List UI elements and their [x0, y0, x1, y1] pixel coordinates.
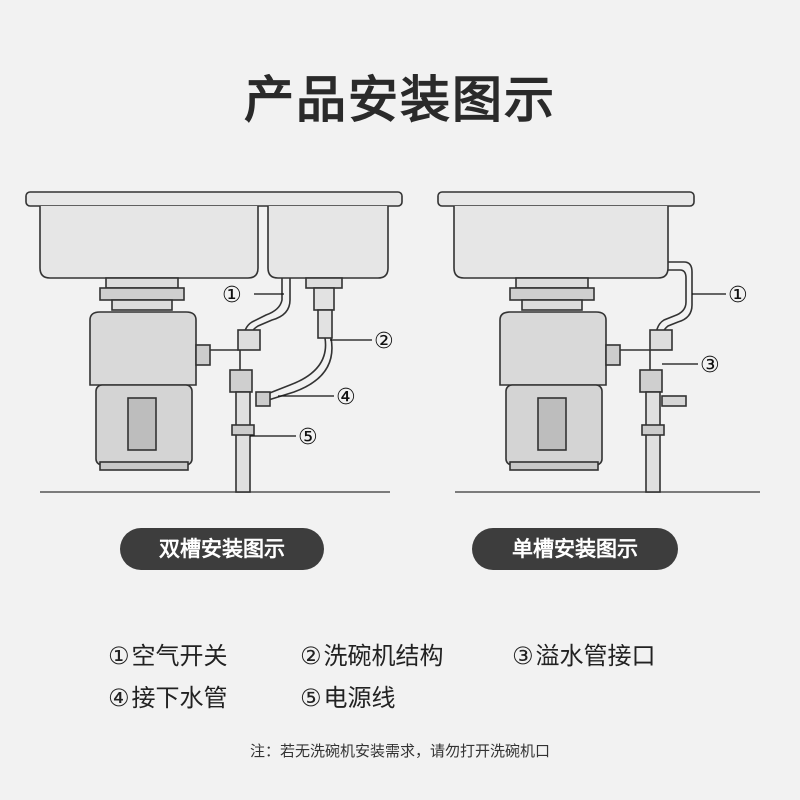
legend-number: ④ [108, 684, 130, 712]
callout-label: ④ [336, 385, 356, 410]
footnote: 注：若无洗碗机安装需求，请勿打开洗碗机口 [249, 742, 550, 760]
callout-label: ① [728, 283, 748, 308]
single-sink-pill: 单槽安装图示 [472, 528, 678, 570]
legend-number: ② [300, 642, 322, 670]
callout-label: ① [222, 283, 242, 308]
legend-number: ③ [512, 642, 534, 670]
legend-number: ⑤ [300, 684, 322, 712]
single-sink-illustration [437, 191, 760, 493]
double-sink-pill: 双槽安装图示 [120, 528, 324, 570]
legend-text: 溢水管接口 [535, 642, 656, 670]
legend-item: ①空气开关 [108, 636, 228, 671]
legend-item: ③溢水管接口 [512, 636, 656, 671]
legend-text: 接下水管 [131, 684, 228, 712]
legend-item: ②洗碗机结构 [300, 636, 444, 671]
callout-label: ⑤ [298, 425, 318, 450]
legend-text: 洗碗机结构 [323, 642, 444, 670]
legend-text: 空气开关 [131, 642, 228, 670]
legend-item: ④接下水管 [108, 678, 228, 713]
callout-label: ③ [700, 353, 720, 378]
double-sink-illustration [25, 191, 403, 493]
callout-label: ② [374, 329, 394, 354]
legend-text: 电源线 [323, 684, 396, 712]
page-title: 产品安装图示 [244, 71, 556, 129]
legend-item: ⑤电源线 [300, 678, 396, 713]
legend-number: ① [108, 642, 130, 670]
